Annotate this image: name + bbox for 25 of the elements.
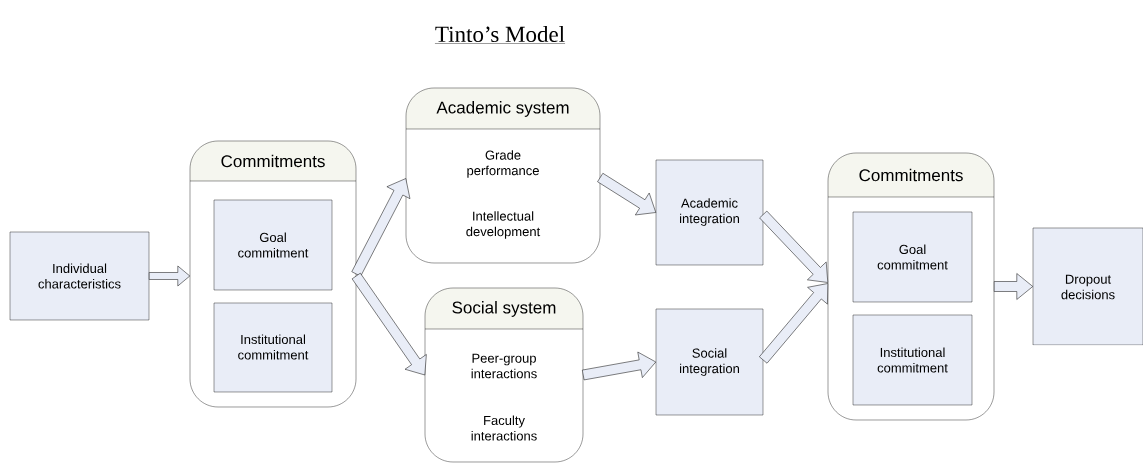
header-text: Social system	[452, 301, 556, 317]
block-arrow	[148, 265, 191, 287]
block-arrow	[759, 210, 829, 283]
item-text: Faculty interactions	[471, 415, 537, 441]
block-arrow	[351, 178, 411, 277]
process-box: Institutional commitment	[852, 314, 973, 406]
header-text: Commitments	[221, 154, 325, 168]
process-box: Dropout decisions	[1032, 227, 1143, 346]
process-box: Goal commitment	[213, 199, 333, 291]
block-arrow	[582, 351, 657, 381]
process-box: Goal commitment	[852, 211, 973, 303]
title: Tinto’s Model	[434, 25, 566, 44]
item-text: Peer-group interactions	[471, 353, 537, 379]
header-text: Academic system	[436, 101, 569, 117]
process-box: Social integration	[655, 308, 764, 416]
block-arrow	[597, 173, 657, 216]
process-box: Institutional commitment	[213, 302, 333, 393]
item-text: Grade performance	[467, 150, 539, 178]
process-box: Individual characteristics	[9, 231, 150, 321]
item-text: Intellectual development	[466, 211, 541, 239]
header-text: Commitments	[859, 168, 963, 182]
process-box: Academic integration	[655, 159, 764, 266]
block-arrow	[759, 283, 829, 364]
block-arrow	[993, 273, 1034, 300]
block-arrow	[351, 272, 427, 376]
